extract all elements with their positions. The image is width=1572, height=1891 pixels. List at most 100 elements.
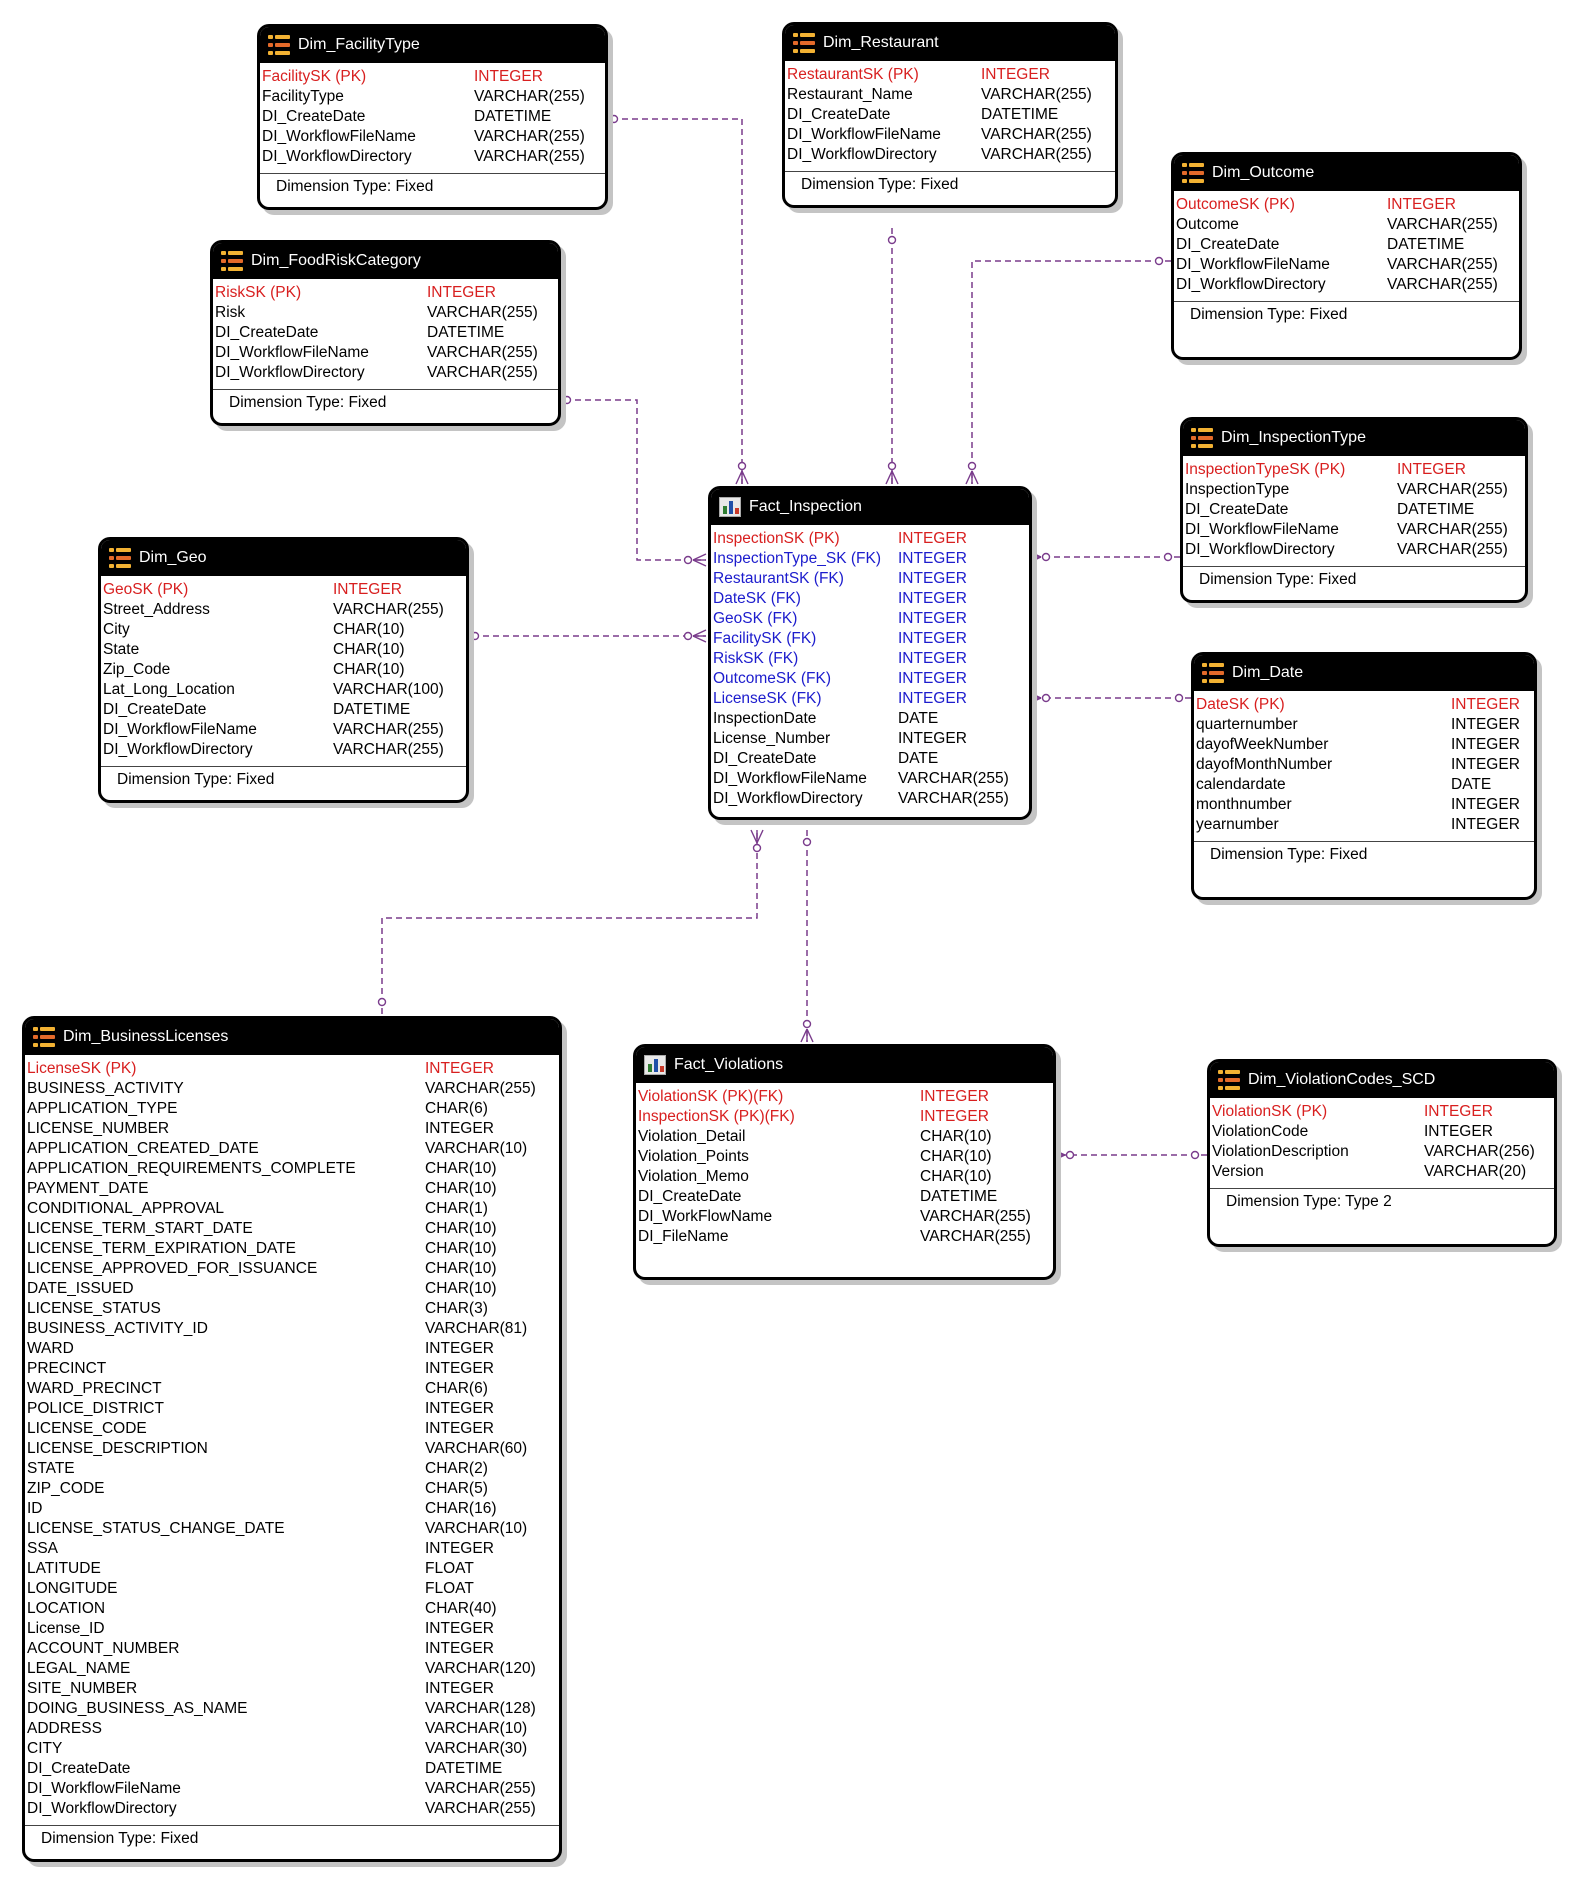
- column-row[interactable]: RestaurantSK (PK)INTEGER: [785, 65, 1115, 85]
- column-row[interactable]: RiskSK (PK)INTEGER: [213, 283, 558, 303]
- column-row[interactable]: GeoSK (PK)INTEGER: [101, 580, 466, 600]
- column-row[interactable]: DateSK (FK)INTEGER: [711, 589, 1029, 609]
- column-row[interactable]: ViolationSK (PK)(FK)INTEGER: [636, 1087, 1053, 1107]
- column-row[interactable]: InspectionSK (PK)INTEGER: [711, 529, 1029, 549]
- column-row[interactable]: LicenseSK (FK)INTEGER: [711, 689, 1029, 709]
- column-row[interactable]: GeoSK (FK)INTEGER: [711, 609, 1029, 629]
- column-row[interactable]: RiskSK (FK)INTEGER: [711, 649, 1029, 669]
- column-row[interactable]: FacilitySK (PK)INTEGER: [260, 67, 605, 87]
- column-row[interactable]: DateSK (PK)INTEGER: [1194, 695, 1534, 715]
- column-row[interactable]: OutcomeSK (PK)INTEGER: [1174, 195, 1519, 215]
- column-row[interactable]: ViolationSK (PK)INTEGER: [1210, 1102, 1554, 1122]
- column-row[interactable]: InspectionSK (PK)(FK)INTEGER: [636, 1107, 1053, 1127]
- column-row[interactable]: LicenseSK (PK)INTEGER: [25, 1059, 559, 1079]
- column-row[interactable]: InspectionTypeSK (PK)INTEGER: [1183, 460, 1525, 480]
- column-row[interactable]: RestaurantSK (FK)INTEGER: [711, 569, 1029, 589]
